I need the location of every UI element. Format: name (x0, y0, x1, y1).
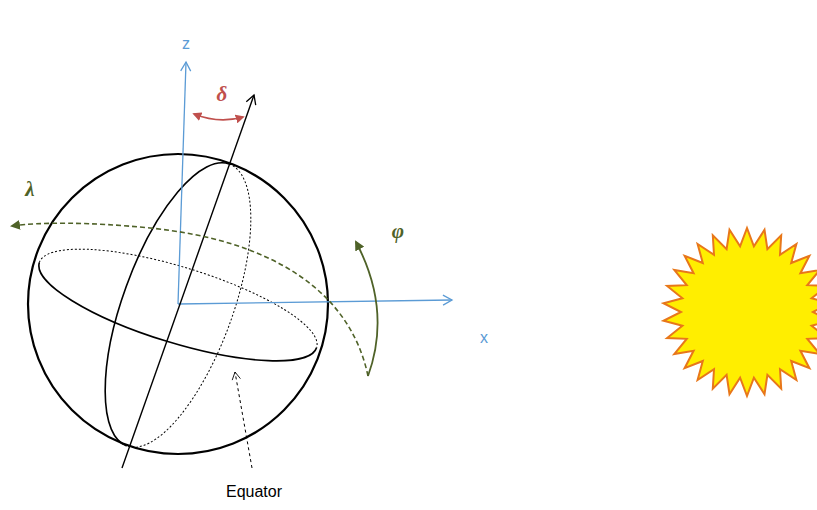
angle-label: δ (217, 83, 228, 106)
x-axis (178, 300, 452, 304)
longitude-arc (12, 223, 368, 376)
latitude-arc (356, 242, 378, 376)
angle-label: φ (392, 220, 404, 243)
axis-label: x (480, 329, 488, 347)
sun-symbol (664, 228, 817, 396)
leader-line (235, 372, 252, 468)
axis-label: z (182, 35, 190, 53)
equator-label: Equator (226, 483, 282, 501)
equator-ellipse (28, 226, 328, 383)
rotation-axis (122, 95, 254, 468)
angle-label: λ (25, 178, 34, 201)
meridian-ellipse (75, 145, 281, 465)
z-axis (178, 62, 186, 304)
tilt-angle-arc (194, 114, 243, 120)
